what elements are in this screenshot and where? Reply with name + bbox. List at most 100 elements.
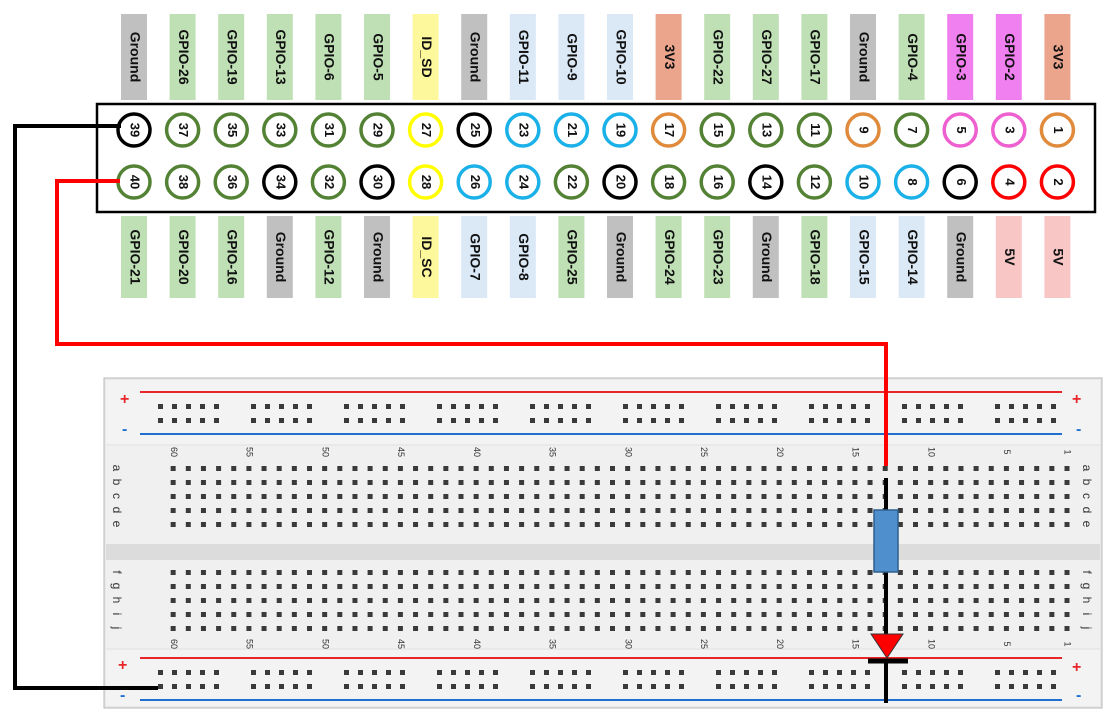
rail-hole	[1037, 418, 1042, 423]
terminal-hole	[640, 522, 646, 527]
column-number: 20	[775, 447, 785, 457]
terminal-hole	[776, 612, 782, 617]
terminal-hole	[579, 508, 585, 513]
terminal-hole	[1019, 584, 1025, 589]
terminal-hole	[549, 626, 555, 631]
terminal-hole	[397, 480, 403, 485]
pin-label-bottom: GPIO-14	[905, 229, 921, 284]
rail-hole	[544, 418, 549, 423]
pin-label-bottom: Ground	[953, 232, 969, 283]
pin-label-top: Ground	[467, 32, 483, 83]
terminal-hole	[716, 584, 722, 589]
terminal-hole	[928, 480, 934, 485]
terminal-hole	[913, 570, 918, 575]
terminal-hole	[534, 494, 540, 499]
terminal-hole	[322, 626, 328, 631]
terminal-hole	[1049, 494, 1055, 499]
terminal-hole	[276, 598, 282, 603]
row-letter: i	[1080, 613, 1094, 616]
rail-hole	[837, 418, 842, 423]
rail-hole	[1009, 404, 1014, 409]
rail-hole	[265, 670, 270, 675]
pin-label-top: ID_SD	[419, 36, 435, 77]
terminal-hole	[1034, 626, 1040, 631]
terminal-hole	[776, 494, 782, 499]
gpio-pin	[650, 112, 687, 148]
pin-label-top-bg	[752, 14, 779, 100]
row-letter: f	[110, 570, 124, 574]
terminal-hole	[761, 480, 767, 485]
terminal-hole	[443, 522, 449, 527]
terminal-hole	[685, 584, 691, 589]
terminal-hole	[1019, 598, 1025, 603]
rail-hole	[1023, 404, 1028, 409]
terminal-hole	[943, 612, 949, 617]
terminal-hole	[549, 584, 555, 589]
gpio-pin-number: 13	[759, 123, 774, 137]
terminal-hole	[246, 480, 252, 485]
terminal-hole	[216, 612, 222, 617]
terminal-hole	[216, 480, 222, 485]
terminal-hole	[928, 584, 934, 589]
rail-hole	[344, 418, 349, 423]
gpio-pin	[650, 164, 687, 200]
pin-label-top: GPIO-13	[273, 29, 289, 84]
terminal-hole	[458, 626, 464, 631]
terminal-hole	[503, 480, 509, 485]
terminal-hole	[261, 612, 267, 617]
rail-hole	[1037, 670, 1042, 675]
terminal-hole	[625, 494, 631, 499]
terminal-hole	[1003, 584, 1009, 589]
terminal-hole	[806, 466, 812, 471]
pin-label-top-bg	[607, 14, 633, 100]
terminal-hole	[579, 598, 585, 603]
terminal-hole	[746, 480, 752, 485]
terminal-hole	[625, 612, 631, 617]
terminal-hole	[291, 598, 297, 603]
terminal-hole	[776, 626, 782, 631]
terminal-hole	[837, 494, 843, 499]
rail-hole	[200, 684, 205, 689]
gpio-pin-number: 27	[419, 123, 434, 137]
terminal-hole	[988, 494, 994, 499]
terminal-hole	[670, 584, 676, 589]
red-wire	[55, 179, 888, 466]
rail-hole	[823, 418, 828, 423]
gpio-pin	[310, 164, 347, 200]
terminal-hole	[307, 626, 312, 631]
terminal-hole	[837, 626, 843, 631]
gpio-pin-number: 39	[128, 123, 143, 137]
terminal-hole	[1019, 626, 1025, 631]
gpio-pin-number: 21	[565, 123, 580, 137]
rail-hole	[479, 670, 484, 675]
terminal-hole	[337, 598, 343, 603]
terminal-hole	[443, 584, 449, 589]
terminal-hole	[261, 598, 267, 603]
rail-hole	[307, 404, 312, 409]
row-letter: f	[1080, 570, 1094, 574]
terminal-hole	[185, 494, 191, 499]
terminal-hole	[352, 598, 358, 603]
row-letter: a	[1080, 465, 1094, 472]
terminal-hole	[413, 508, 419, 513]
terminal-hole	[261, 494, 267, 499]
rail-hole	[400, 418, 405, 423]
rail-hole	[437, 404, 442, 409]
terminal-hole	[397, 612, 403, 617]
terminal-hole	[791, 494, 797, 499]
rail-hole	[958, 404, 963, 409]
terminal-hole	[685, 466, 691, 471]
rail-hole	[158, 404, 163, 409]
gpio-pin	[602, 112, 638, 148]
terminal-hole	[458, 612, 464, 617]
pin-label-top: Ground	[856, 32, 872, 83]
terminal-hole	[413, 522, 419, 527]
terminal-hole	[806, 494, 812, 499]
terminal-hole	[564, 584, 570, 589]
pin-label-top-bg	[266, 14, 293, 100]
terminal-hole	[519, 480, 525, 485]
rail-hole	[358, 684, 363, 689]
rail-hole	[772, 670, 777, 675]
terminal-hole	[1003, 480, 1009, 485]
terminal-hole	[488, 466, 494, 471]
